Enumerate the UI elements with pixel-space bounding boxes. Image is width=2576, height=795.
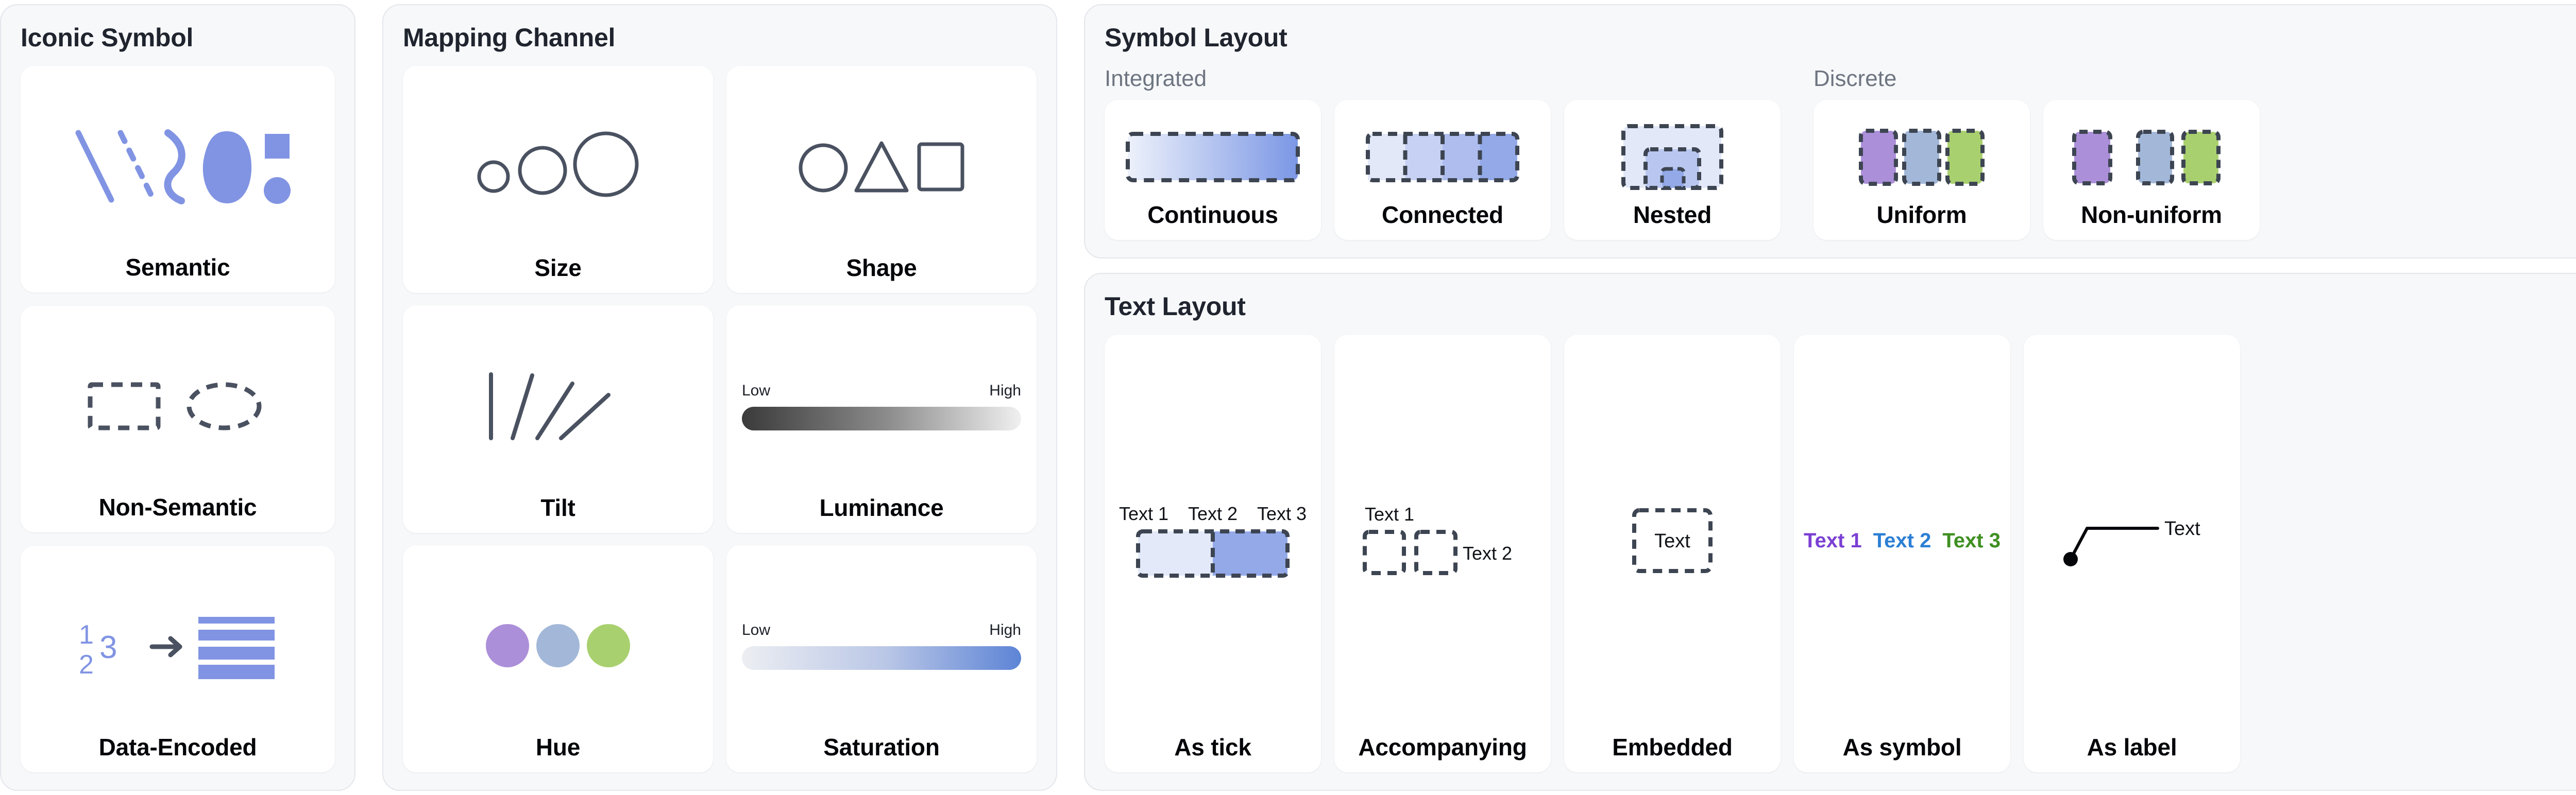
svg-text:2: 2 xyxy=(79,650,94,680)
card-label-as-symbol: As symbol xyxy=(1842,734,1962,761)
four-tilted-lines-icon xyxy=(416,319,700,493)
iconic-card-stack: Semantic Non-Semantic 1 2 3 xyxy=(21,66,335,772)
panel-title-mapping-channel: Mapping Channel xyxy=(403,23,616,52)
card-tilt[interactable]: Tilt xyxy=(403,305,713,533)
svg-text:1: 1 xyxy=(79,620,94,650)
card-data-encoded[interactable]: 1 2 3 Data-Encoded xyxy=(21,546,335,772)
card-label-connected: Connected xyxy=(1382,201,1503,228)
card-label-semantic: Semantic xyxy=(125,254,230,281)
tick-label-1: Text 1 xyxy=(1119,503,1169,524)
card-label-non-uniform: Non-uniform xyxy=(2081,201,2222,228)
column-layouts: Symbol Layout Integrated xyxy=(1084,4,2576,791)
non-uniform-swatches-icon xyxy=(2057,113,2246,201)
card-accompanying[interactable]: Text 1 Text 2 Accompanying xyxy=(1334,335,1551,772)
luminance-high-label: High xyxy=(989,382,1021,399)
semantic-shapes-icon xyxy=(34,79,321,253)
panel-iconic-symbol: Iconic Symbol Semantic xyxy=(0,4,355,791)
embedded-text-icon: Text xyxy=(1578,348,1767,733)
card-label-continuous: Continuous xyxy=(1147,201,1278,228)
embedded-text-value: Text xyxy=(1654,530,1690,552)
card-as-tick[interactable]: Text 1 Text 2 Text 3 xyxy=(1105,335,1321,772)
saturation-high-label: High xyxy=(989,621,1021,639)
card-hue[interactable]: Hue xyxy=(403,545,713,772)
card-label-non-semantic: Non-Semantic xyxy=(98,494,257,521)
card-label-uniform: Uniform xyxy=(1876,201,1967,228)
subhead-integrated: Integrated xyxy=(1105,66,1207,91)
accompanying-text-icon: Text 1 Text 2 xyxy=(1348,348,1537,733)
card-semantic[interactable]: Semantic xyxy=(21,66,335,292)
subhead-discrete: Discrete xyxy=(1814,66,1897,91)
leader-line-label-icon: Text xyxy=(2037,348,2227,733)
card-as-label[interactable]: Text As label xyxy=(2024,335,2240,772)
accompanying-text-top: Text 1 xyxy=(1365,504,1414,525)
card-as-symbol[interactable]: Text 1 Text 2 Text 3 As symbol xyxy=(1794,335,2010,772)
card-label-nested: Nested xyxy=(1633,201,1712,228)
tick-labels-icon: Text 1 Text 2 Text 3 xyxy=(1118,348,1308,733)
card-label-as-tick: As tick xyxy=(1174,734,1251,761)
colored-text-symbols-icon: Text 1 Text 2 Text 3 xyxy=(1804,348,2001,733)
group-discrete: Discrete Uniform xyxy=(1814,66,2260,240)
panel-text-layout: Text Layout Text 1 Text 2 Text 3 xyxy=(1084,273,2576,791)
as-symbol-text-3: Text 3 xyxy=(1942,529,2001,552)
tick-label-3: Text 3 xyxy=(1257,503,1307,524)
tick-label-2: Text 2 xyxy=(1188,503,1238,524)
card-label-size: Size xyxy=(534,254,582,282)
card-label-embedded: Embedded xyxy=(1612,734,1733,761)
panel-title-symbol-layout: Symbol Layout xyxy=(1105,23,1287,52)
card-label-data-encoded: Data-Encoded xyxy=(98,734,257,761)
panel-title-iconic-symbol: Iconic Symbol xyxy=(21,23,194,52)
as-symbol-text-1: Text 1 xyxy=(1804,529,1862,552)
uniform-swatches-icon xyxy=(1827,113,2016,201)
blue-gradient-bar-icon: Low High xyxy=(740,559,1023,733)
card-embedded[interactable]: Text Embedded xyxy=(1564,335,1781,772)
mapping-card-grid: Size Shape xyxy=(403,66,1037,772)
card-label-luminance: Luminance xyxy=(819,494,944,521)
text-layout-cards: Text 1 Text 2 Text 3 xyxy=(1105,335,2576,772)
card-label-saturation: Saturation xyxy=(823,734,940,761)
as-label-text-value: Text xyxy=(2164,518,2200,540)
card-label-accompanying: Accompanying xyxy=(1358,734,1527,761)
card-label-as-label: As label xyxy=(2087,734,2177,761)
card-luminance[interactable]: Low High Luminance xyxy=(726,305,1037,533)
card-shape[interactable]: Shape xyxy=(726,66,1037,293)
card-label-shape: Shape xyxy=(846,254,917,282)
panel-symbol-layout: Symbol Layout Integrated xyxy=(1084,4,2576,258)
svg-text:3: 3 xyxy=(99,630,117,665)
three-circles-sizes-icon xyxy=(416,79,700,254)
dashed-rect-ellipse-icon xyxy=(34,319,321,493)
card-label-hue: Hue xyxy=(535,734,581,761)
group-integrated: Integrated Continuo xyxy=(1105,66,1781,240)
saturation-low-label: Low xyxy=(742,621,771,639)
card-non-uniform[interactable]: Non-uniform xyxy=(2043,100,2260,240)
panel-mapping-channel: Mapping Channel Size xyxy=(382,4,1057,791)
circle-triangle-square-icon xyxy=(740,79,1023,254)
card-nested[interactable]: Nested xyxy=(1564,100,1781,240)
luminance-low-label: Low xyxy=(742,382,771,399)
card-connected[interactable]: Connected xyxy=(1334,100,1551,240)
gray-gradient-bar-icon: Low High xyxy=(740,319,1023,493)
continuous-gradient-box-icon xyxy=(1118,113,1308,201)
card-size[interactable]: Size xyxy=(403,66,713,293)
card-continuous[interactable]: Continuous xyxy=(1105,100,1321,240)
accompanying-text-right: Text 2 xyxy=(1463,543,1512,564)
as-symbol-text-2: Text 2 xyxy=(1873,529,1931,552)
panel-title-text-layout: Text Layout xyxy=(1105,292,1246,321)
card-saturation[interactable]: Low High Saturation xyxy=(726,545,1037,772)
numbers-to-bars-icon: 1 2 3 xyxy=(34,559,321,733)
connected-segments-icon xyxy=(1348,113,1537,201)
card-label-tilt: Tilt xyxy=(540,494,575,521)
symbol-layout-groups: Integrated Continuo xyxy=(1105,66,2576,240)
card-uniform[interactable]: Uniform xyxy=(1814,100,2030,240)
card-non-semantic[interactable]: Non-Semantic xyxy=(21,306,335,532)
three-colored-circles-icon xyxy=(416,559,700,733)
nested-boxes-icon xyxy=(1578,113,1767,201)
